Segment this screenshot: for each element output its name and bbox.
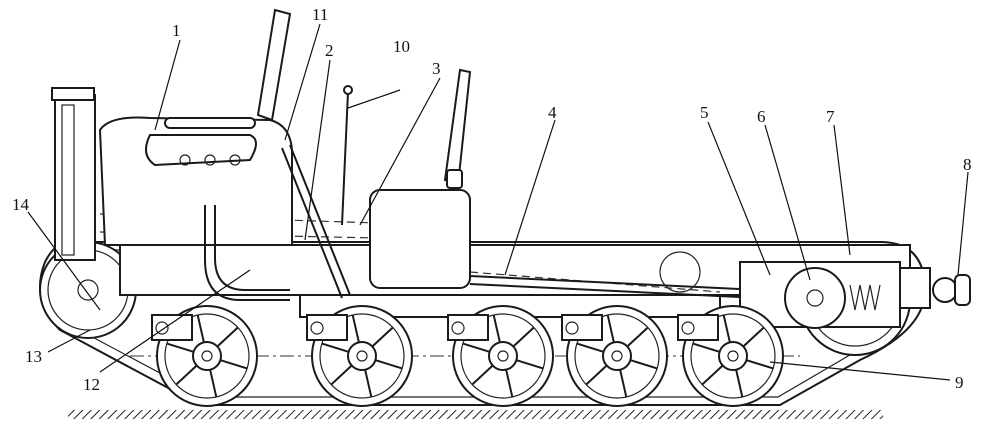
radiator	[51, 87, 96, 261]
ground-hatching	[68, 410, 883, 419]
driver-seat	[256, 8, 351, 299]
callout-2: 2	[325, 41, 334, 60]
callout-13: 13	[25, 347, 42, 366]
road-wheel	[306, 305, 413, 407]
road-wheel	[561, 305, 668, 407]
callout-10: 10	[393, 37, 410, 56]
road-wheel	[151, 305, 258, 407]
callout-14: 14	[12, 195, 30, 214]
callout-7: 7	[826, 107, 835, 126]
callouts: 1 2 3 4 5 6 7 8 9 10 11 12 13 14	[12, 5, 972, 394]
callout-9: 9	[955, 373, 964, 392]
callout-4: 4	[548, 103, 557, 122]
road-wheel	[447, 305, 554, 407]
drive-shaft	[469, 251, 761, 299]
callout-5: 5	[700, 103, 709, 122]
fuel-tank	[369, 68, 472, 289]
callout-6: 6	[757, 107, 766, 126]
tow-hitch	[899, 267, 971, 309]
gear-lever	[341, 85, 353, 226]
callout-12: 12	[83, 375, 100, 394]
callout-11: 11	[312, 5, 328, 24]
road-wheel	[677, 305, 784, 407]
engine	[98, 116, 293, 301]
callout-8: 8	[963, 155, 972, 174]
callout-3: 3	[432, 59, 441, 78]
road-wheels	[151, 305, 784, 407]
callout-1: 1	[172, 21, 181, 40]
